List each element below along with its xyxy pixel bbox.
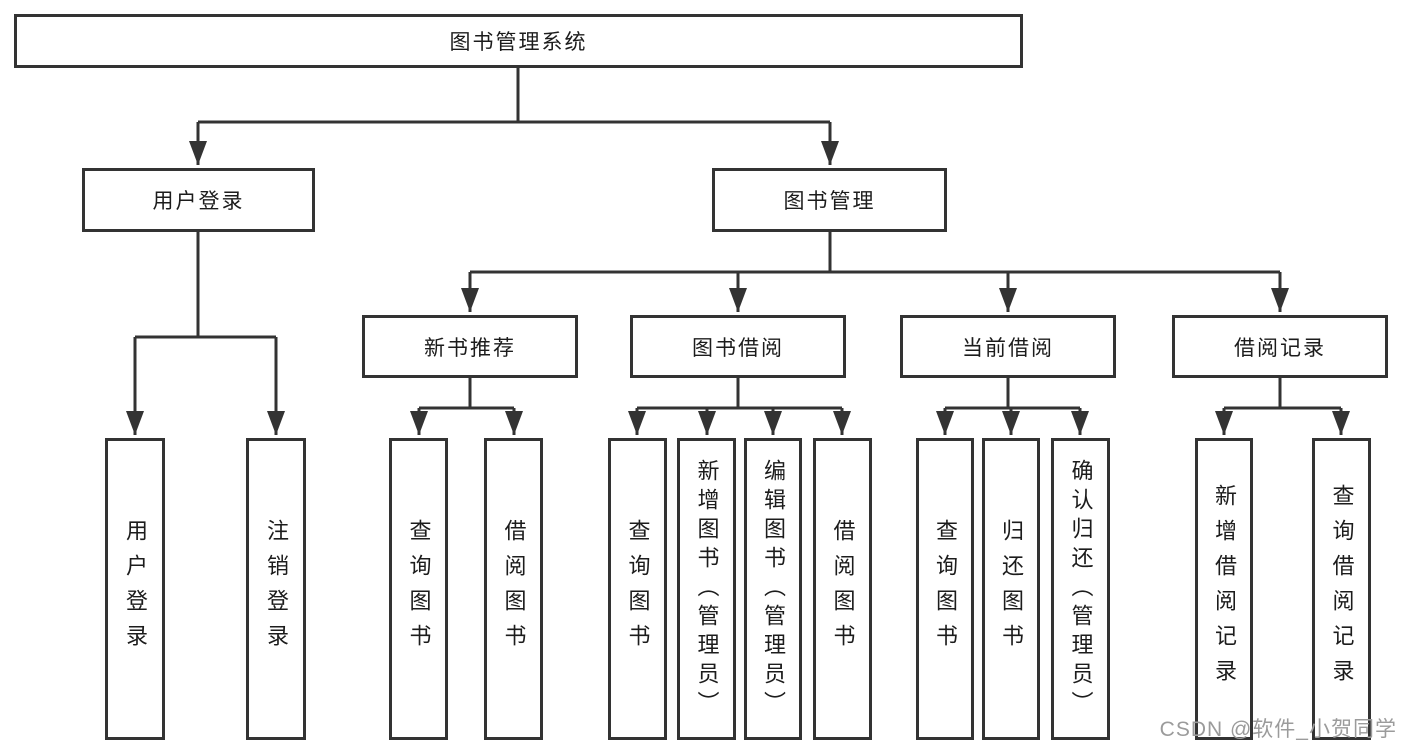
node-user-login: 用户登录 bbox=[82, 168, 315, 232]
fan-root bbox=[189, 68, 839, 165]
node-library-system: 图书管理系统 bbox=[14, 14, 1023, 68]
fan-new-book-recommendation bbox=[410, 378, 523, 435]
node-new-book-recommendation: 新书推荐 bbox=[362, 315, 578, 378]
leaf-confirm-return-admin-label: 确认归还（管理员） bbox=[1068, 458, 1094, 720]
node-borrowing-records-label: 借阅记录 bbox=[1234, 336, 1326, 360]
fan-book-borrowing bbox=[628, 378, 851, 435]
leaf-add-borrow-record: 新增借阅记录 bbox=[1195, 438, 1253, 740]
fan-borrowing-records bbox=[1215, 378, 1350, 435]
leaf-add-books-admin: 新增图书（管理员） bbox=[677, 438, 736, 740]
leaf-borrow-books-recommend-label: 借阅图书 bbox=[501, 519, 527, 659]
leaf-search-borrow-record-label: 查询借阅记录 bbox=[1329, 484, 1355, 694]
node-current-borrowing-label: 当前借阅 bbox=[962, 336, 1054, 360]
leaf-logout-login: 注销登录 bbox=[246, 438, 306, 740]
fan-current-borrowing bbox=[936, 378, 1089, 435]
leaf-search-books-recommend-label: 查询图书 bbox=[406, 519, 432, 659]
leaf-borrow-books-label: 借阅图书 bbox=[830, 519, 856, 659]
fan-book-management bbox=[461, 232, 1289, 312]
leaf-add-borrow-record-label: 新增借阅记录 bbox=[1212, 484, 1237, 694]
leaf-user-login: 用户登录 bbox=[105, 438, 165, 740]
leaf-return-books-label: 归还图书 bbox=[999, 519, 1024, 659]
node-user-login-label: 用户登录 bbox=[152, 190, 245, 213]
leaf-edit-books-admin: 编辑图书（管理员） bbox=[744, 438, 802, 740]
node-book-management-label: 图书管理 bbox=[783, 190, 876, 213]
leaf-return-books: 归还图书 bbox=[982, 438, 1040, 740]
node-new-book-recommendation-label: 新书推荐 bbox=[424, 336, 516, 360]
leaf-search-books-current-label: 查询图书 bbox=[933, 519, 958, 659]
leaf-add-books-admin-label: 新增图书（管理员） bbox=[694, 458, 720, 720]
leaf-borrow-books-recommend: 借阅图书 bbox=[484, 438, 543, 740]
leaf-search-books-borrowing-label: 查询图书 bbox=[625, 519, 651, 659]
node-book-borrowing: 图书借阅 bbox=[630, 315, 846, 378]
leaf-user-login-label: 用户登录 bbox=[123, 519, 148, 659]
leaf-search-books-current: 查询图书 bbox=[916, 438, 974, 740]
leaf-search-books-borrowing: 查询图书 bbox=[608, 438, 667, 740]
leaf-confirm-return-admin: 确认归还（管理员） bbox=[1051, 438, 1110, 740]
node-borrowing-records: 借阅记录 bbox=[1172, 315, 1388, 378]
watermark-text: CSDN @软件_小贺同学 bbox=[1159, 718, 1397, 741]
node-book-management: 图书管理 bbox=[712, 168, 947, 232]
node-library-system-label: 图书管理系统 bbox=[449, 31, 588, 54]
leaf-search-books-recommend: 查询图书 bbox=[389, 438, 448, 740]
leaf-logout-login-label: 注销登录 bbox=[264, 519, 289, 659]
leaf-search-borrow-record: 查询借阅记录 bbox=[1312, 438, 1371, 740]
leaf-edit-books-admin-label: 编辑图书（管理员） bbox=[761, 458, 786, 720]
leaf-borrow-books: 借阅图书 bbox=[813, 438, 872, 740]
node-current-borrowing: 当前借阅 bbox=[900, 315, 1116, 378]
node-book-borrowing-label: 图书借阅 bbox=[692, 336, 784, 360]
fan-user-login bbox=[126, 232, 285, 435]
